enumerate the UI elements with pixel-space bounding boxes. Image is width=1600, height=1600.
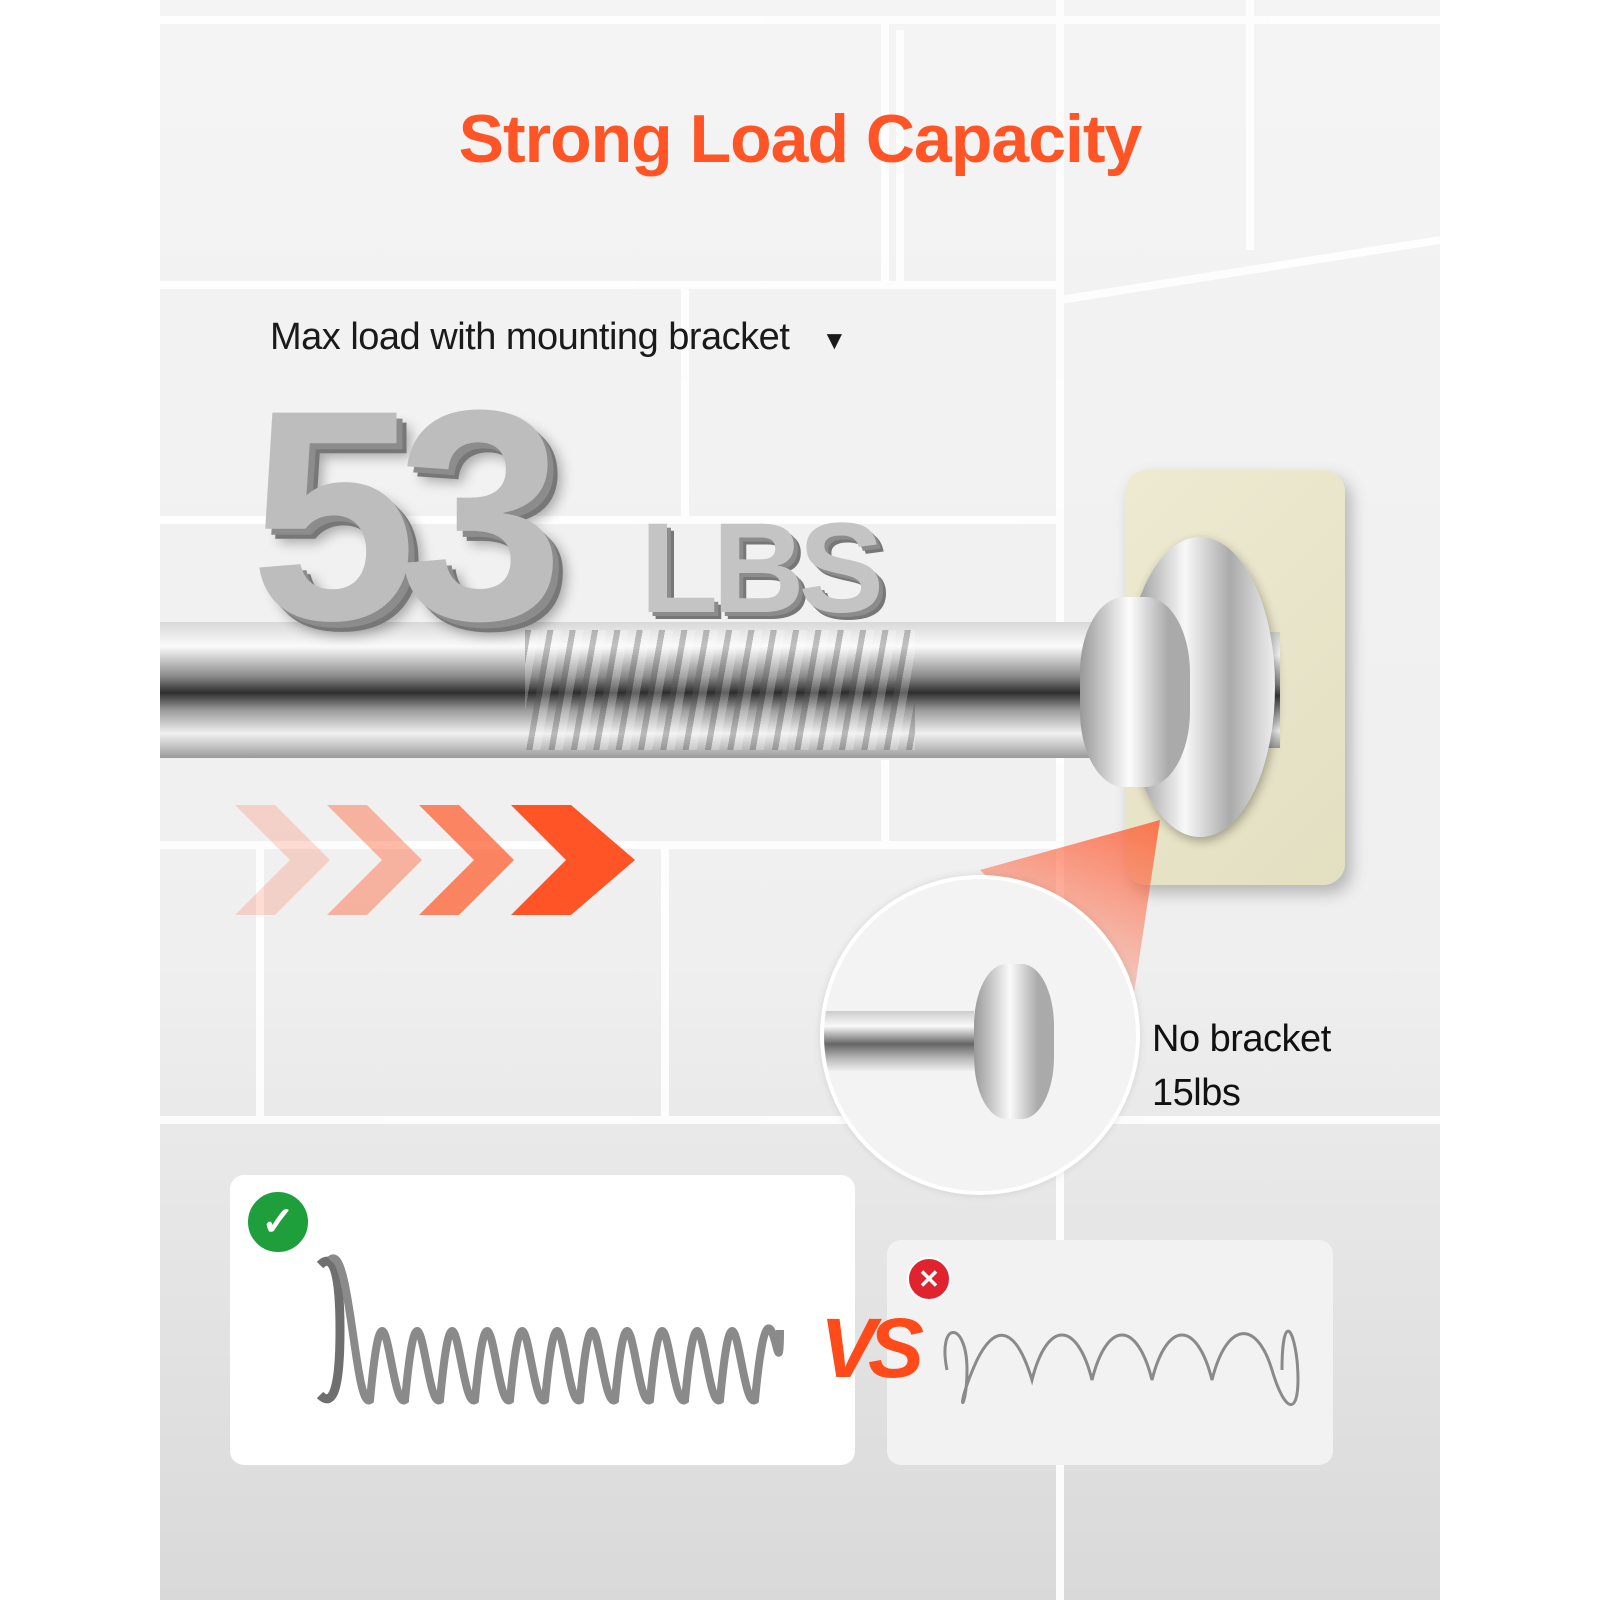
product-image: Strong Load Capacity Max load with mount… xyxy=(160,0,1440,1600)
no-bracket-label: No bracket xyxy=(1152,1018,1331,1060)
vs-label: VS xyxy=(820,1301,924,1395)
chevron-arrows-icon xyxy=(235,805,635,915)
dense-spring-icon xyxy=(316,1254,784,1405)
load-unit: LBS xyxy=(640,497,884,640)
weak-spring-card: ✕ xyxy=(887,1240,1333,1465)
no-bracket-inset xyxy=(820,875,1140,1195)
mini-rod-cap xyxy=(974,964,1054,1119)
bracket-label-text: Max load with mounting bracket xyxy=(270,316,790,358)
x-circle-icon: ✕ xyxy=(907,1257,951,1301)
check-circle-icon: ✓ xyxy=(245,1189,311,1255)
strong-spring-card: ✓ xyxy=(230,1175,855,1465)
bracket-label: Max load with mounting bracket ▼ xyxy=(270,316,847,359)
tension-rod xyxy=(160,622,1120,758)
no-bracket-value: 15lbs xyxy=(1152,1072,1241,1114)
load-value: 53 xyxy=(250,347,564,683)
sparse-spring-icon xyxy=(943,1329,1300,1406)
headline: Strong Load Capacity xyxy=(458,101,1143,177)
rod-end-collar xyxy=(1080,597,1190,787)
no-bracket-note: No bracket 15lbs xyxy=(1152,1012,1331,1120)
internal-spring xyxy=(525,630,915,750)
mini-rod xyxy=(824,1011,974,1071)
triangle-down-icon: ▼ xyxy=(821,325,847,355)
